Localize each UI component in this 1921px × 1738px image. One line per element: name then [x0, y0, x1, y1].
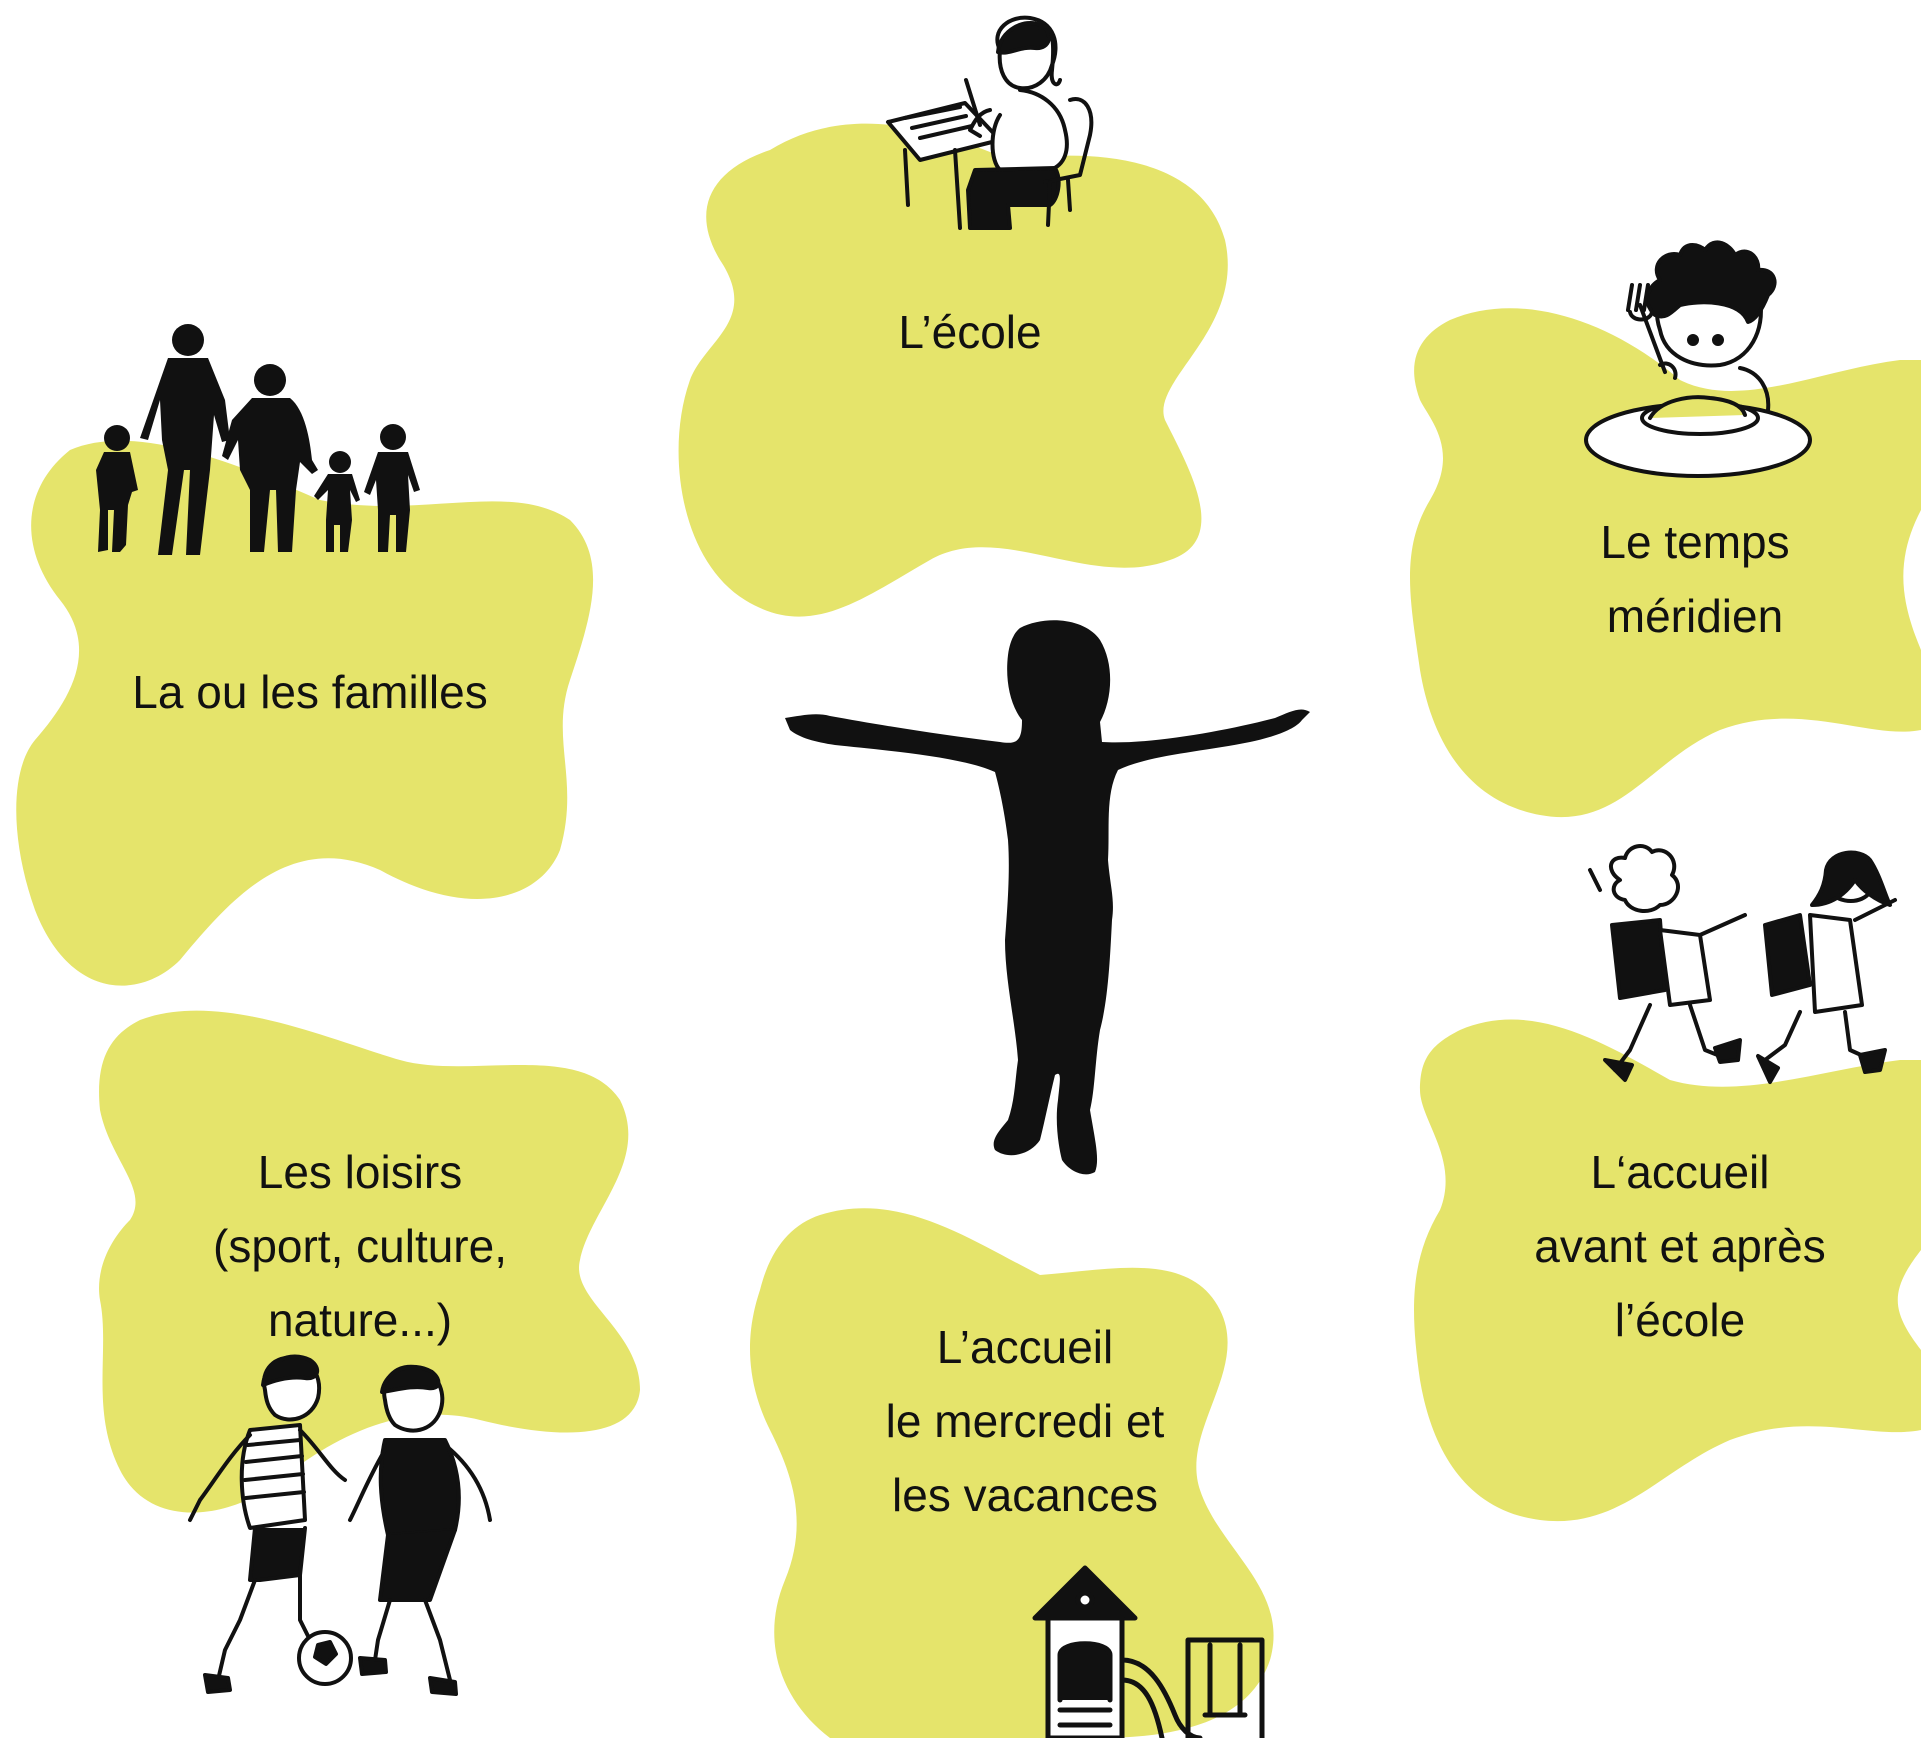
boys-playing-football-icon	[188, 1354, 492, 1696]
blob-mercredi	[750, 1208, 1274, 1738]
blob-shape	[678, 123, 1228, 617]
blob-loisirs	[99, 1010, 640, 1513]
children-with-backpacks-icon	[1588, 844, 1897, 1084]
label-line: nature...)	[267, 1294, 453, 1346]
blob-ecole	[678, 123, 1228, 617]
blob-shape	[16, 440, 594, 986]
label-line: méridien	[1606, 590, 1784, 642]
label-line: L’accueil	[936, 1321, 1114, 1373]
label-line: l’école	[1614, 1294, 1746, 1346]
label-line: L’école	[898, 306, 1042, 358]
label-line: L‘accueil	[1590, 1146, 1770, 1198]
blob-label-familles: La ou les familles	[60, 655, 560, 729]
blob-shape	[99, 1010, 640, 1513]
label-line: avant et après	[1534, 1220, 1826, 1272]
blob-label-accueil-ecole: L‘accueil avant et après l’école	[1500, 1135, 1860, 1357]
child-silhouette-arms-outstretched-icon	[785, 620, 1310, 1175]
blob-familles	[16, 440, 594, 986]
blob-label-loisirs: Les loisirs (sport, culture, nature...)	[175, 1135, 545, 1357]
family-walking-silhouette-icon	[96, 324, 420, 555]
label-line: (sport, culture,	[213, 1220, 507, 1272]
playground-slide-swing-icon	[1032, 1565, 1265, 1738]
label-line: Les loisirs	[257, 1146, 463, 1198]
blob-shape	[1414, 1019, 1921, 1522]
blob-accueil-ecole	[1414, 1019, 1921, 1522]
blob-label-meridien: Le temps méridien	[1540, 505, 1850, 653]
blob-label-mercredi: L’accueil le mercredi et les vacances	[840, 1310, 1210, 1532]
label-line: le mercredi et	[885, 1395, 1165, 1447]
blob-shape	[750, 1208, 1274, 1738]
label-line: les vacances	[892, 1469, 1158, 1521]
child-eating-lunch-icon	[1584, 240, 1812, 478]
child-writing-at-desk-icon	[886, 15, 1094, 230]
label-line: Le temps	[1600, 516, 1790, 568]
label-line: La ou les familles	[132, 666, 488, 718]
blob-label-ecole: L’école	[840, 295, 1100, 369]
